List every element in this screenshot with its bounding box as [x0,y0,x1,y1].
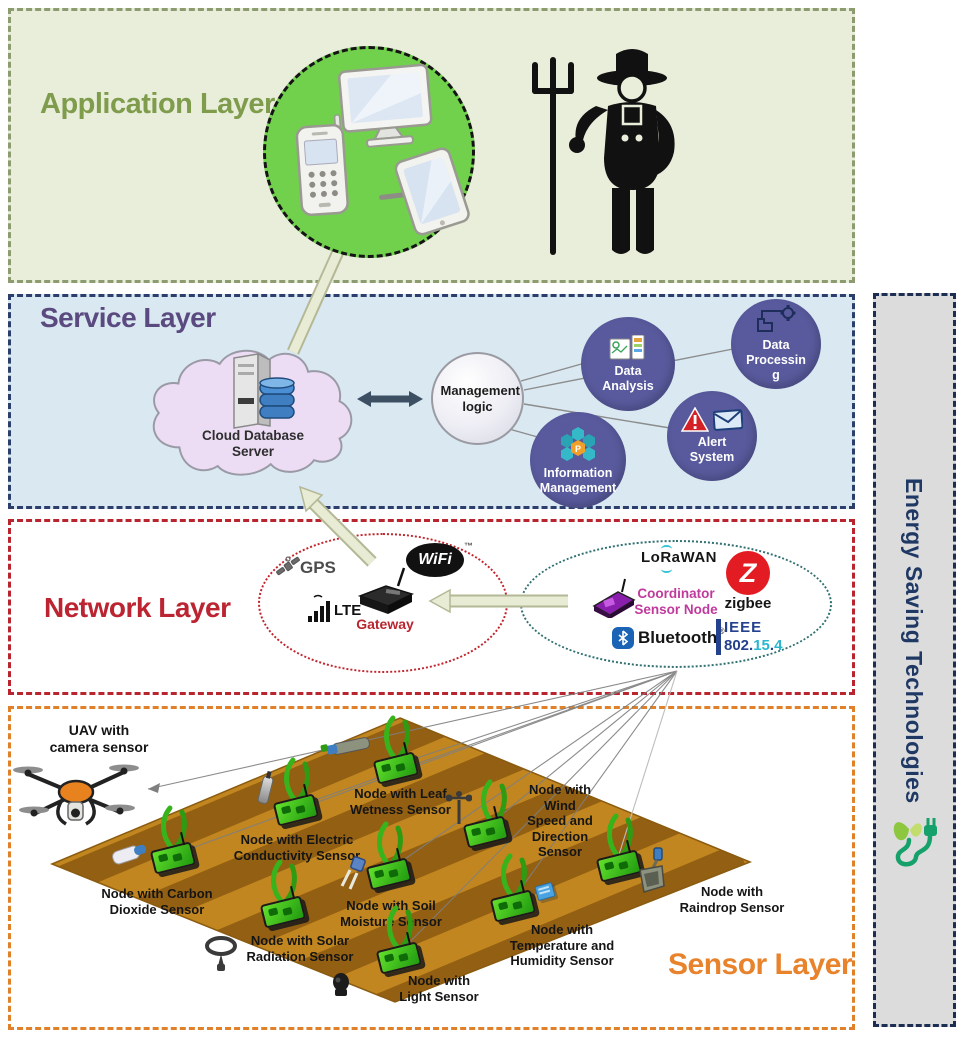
lorawan-logo: LoRaWAN [641,545,727,573]
uav-label: UAV with camera sensor [49,722,149,755]
node-label: Node with Raindrop Sensor [679,884,785,915]
farmer-icon [532,49,675,255]
light-sensor-icon [333,973,349,996]
data-analysis-icon [609,334,645,359]
alert-system-label: Alert System [689,435,735,464]
node-label: Node with Solar Radiation Sensor [246,933,354,964]
sensor-layer-title: Sensor Layer [668,948,853,981]
bluetooth-icon [612,627,634,649]
data-processing-circle: Data Processing [731,299,821,389]
information-management-circle: P Information Management [530,412,626,508]
server-icon [233,352,295,429]
gps-label: GPS [300,558,336,577]
wifi-logo: WiFi [406,543,464,577]
eco-energy-icon [893,818,937,867]
lte-bars-icon [308,594,330,622]
pyranometer-icon [205,936,237,971]
bluetooth-label: Bluetooth [638,628,718,647]
ieee-802: 802. [724,637,754,654]
wifi-label: WiFi [418,551,452,568]
lorawan-label: LoRaWAN [641,549,717,566]
uav-drone-icon [13,764,139,826]
cloud-label: Cloud Database Server [201,428,305,460]
ieee-label: IEEE [724,619,763,636]
monitor-icon [338,63,433,148]
lora-arc-bottom-icon [661,565,672,573]
bluetooth-r: ® [718,626,725,636]
node-label: Node with Light Sensor [399,973,479,1004]
gps-satellite-icon [276,556,300,576]
node-label: Node with Temperature and Humidity Senso… [509,922,615,969]
node-label: Node with Carbon Dioxide Sensor [101,886,213,917]
lte-label: LTE [334,602,362,619]
data-analysis-label: Data Analysis [602,363,654,393]
data-analysis-circle: Data Analysis [581,317,675,411]
zigbee-z: Z [739,557,757,588]
node-label: Node with Wind Speed and Direction Senso… [527,782,593,860]
ieee-dot: . [769,637,775,654]
gateway-label: Gateway [356,616,414,632]
energy-sidebar-box [873,293,956,1027]
data-processing-label: Data Processing [746,338,806,382]
management-logic-circle: Management logic [431,352,524,445]
alert-triangle-icon [681,407,709,432]
mail-icon [713,408,743,431]
mobile-phone-icon [295,114,349,217]
wifi-tm: ™ [464,541,473,551]
coordinator-label: Coordinator Sensor Node [634,586,718,618]
energy-sidebar-title: Energy Saving Technologies [901,478,927,804]
alert-system-circle: Alert System [667,391,757,481]
data-processing-icon [757,305,796,332]
network-layer-title: Network Layer [44,592,231,623]
anemometer-icon [446,791,472,824]
ieee-15: 15 [753,637,770,654]
node-label: Node with Leaf Wetness Sensor [350,786,451,817]
information-management-icon: P [561,426,595,461]
ieee-4: 4 [774,637,783,654]
zigbee-label: zigbee [724,595,772,612]
lora-arc-top-icon [661,545,672,553]
coordinator-node-icon [592,578,636,618]
management-logic-label: Management logic [440,382,520,414]
soil-moisture-probe-icon [340,856,366,890]
gateway-router-icon [357,567,415,614]
raindrop-sensor-icon [639,847,665,893]
svg-text:P: P [575,444,581,454]
zigbee-logo: Z [726,551,770,595]
application-layer-title: Application Layer [40,88,275,120]
tablet-icon [379,147,470,236]
service-layer-title: Service Layer [40,302,216,333]
information-management-label: Information Management [539,465,617,495]
ieee-802154-logo: IEEE 802.15.4 [716,619,786,655]
